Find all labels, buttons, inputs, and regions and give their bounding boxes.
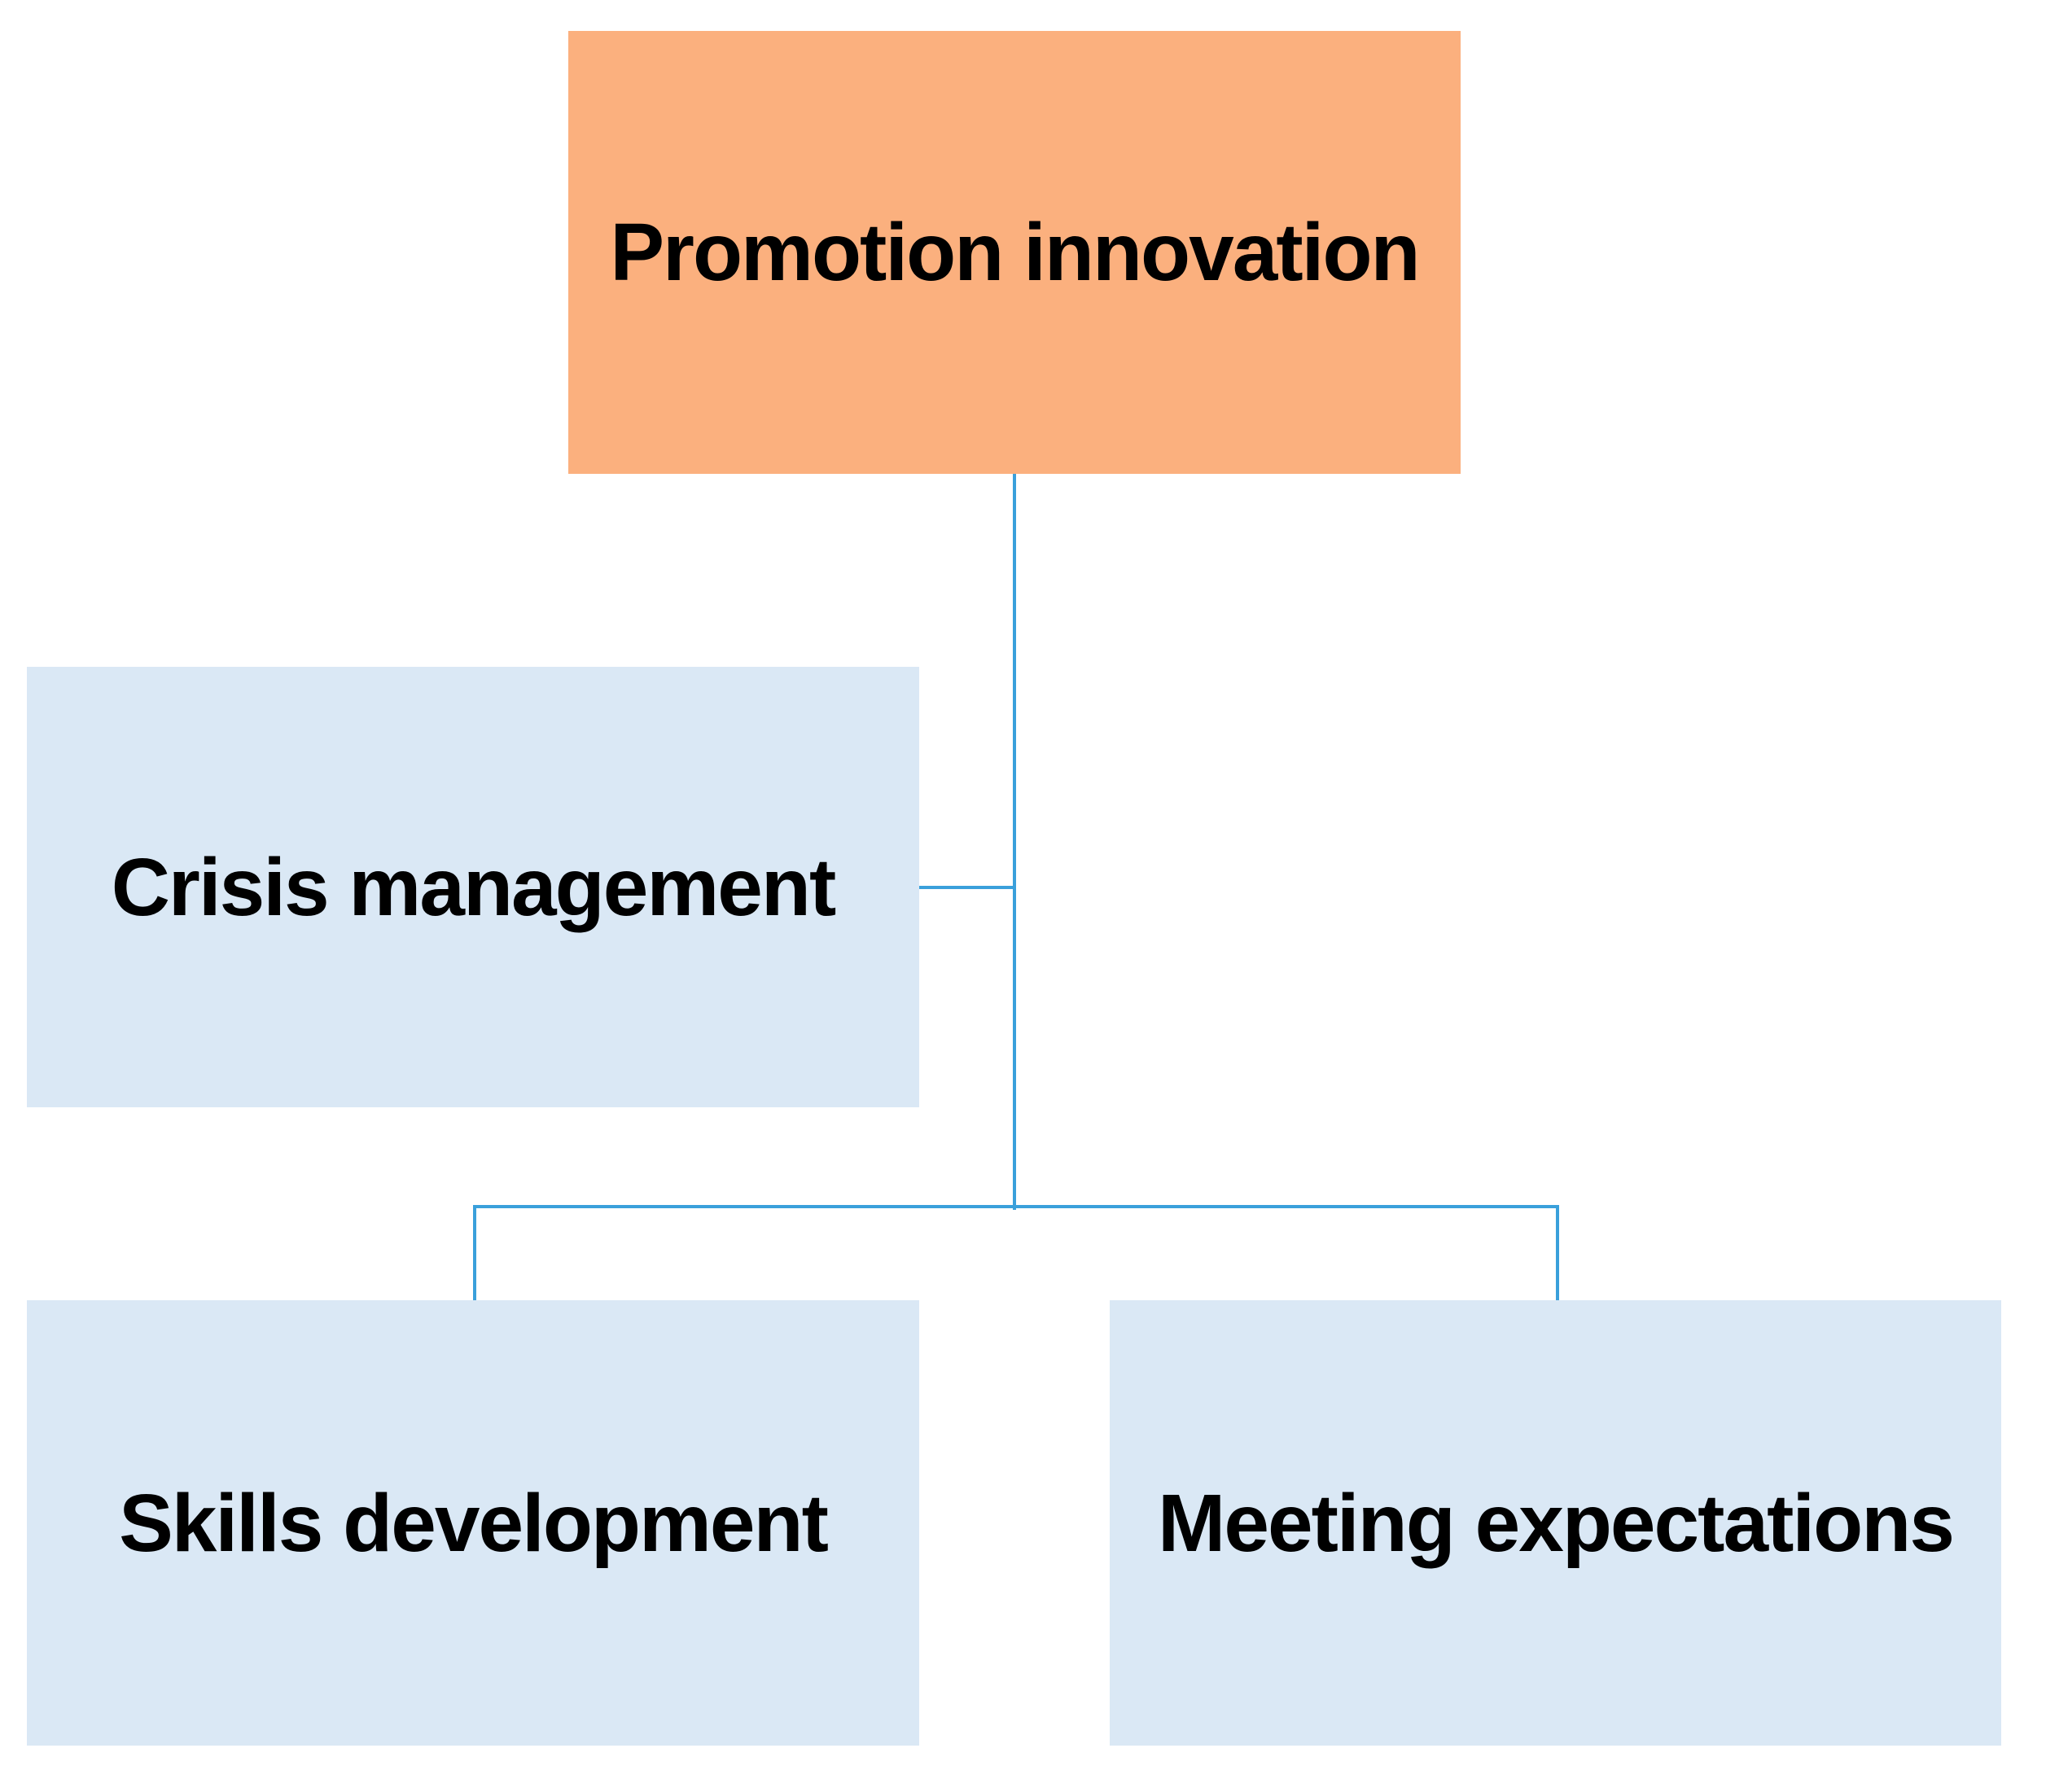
connector-drop-skills-development xyxy=(473,1205,476,1300)
connector-drop-meeting-expectations xyxy=(1556,1205,1559,1300)
node-crisis-management[interactable]: Crisis management xyxy=(27,667,919,1107)
node-skills-development[interactable]: Skills development xyxy=(27,1300,919,1746)
connector-junction-bar xyxy=(473,1205,1559,1208)
connector-root-stem xyxy=(1013,474,1016,1210)
node-skills-development-label: Skills development xyxy=(119,1477,829,1569)
connector-crisis-management xyxy=(919,886,1014,889)
node-meeting-expectations-label: Meeting expectations xyxy=(1158,1477,1955,1569)
node-meeting-expectations[interactable]: Meeting expectations xyxy=(1110,1300,2001,1746)
node-promotion-innovation[interactable]: Promotion innovation xyxy=(568,31,1461,474)
node-crisis-management-label: Crisis management xyxy=(111,841,837,933)
node-promotion-innovation-label: Promotion innovation xyxy=(610,207,1420,298)
